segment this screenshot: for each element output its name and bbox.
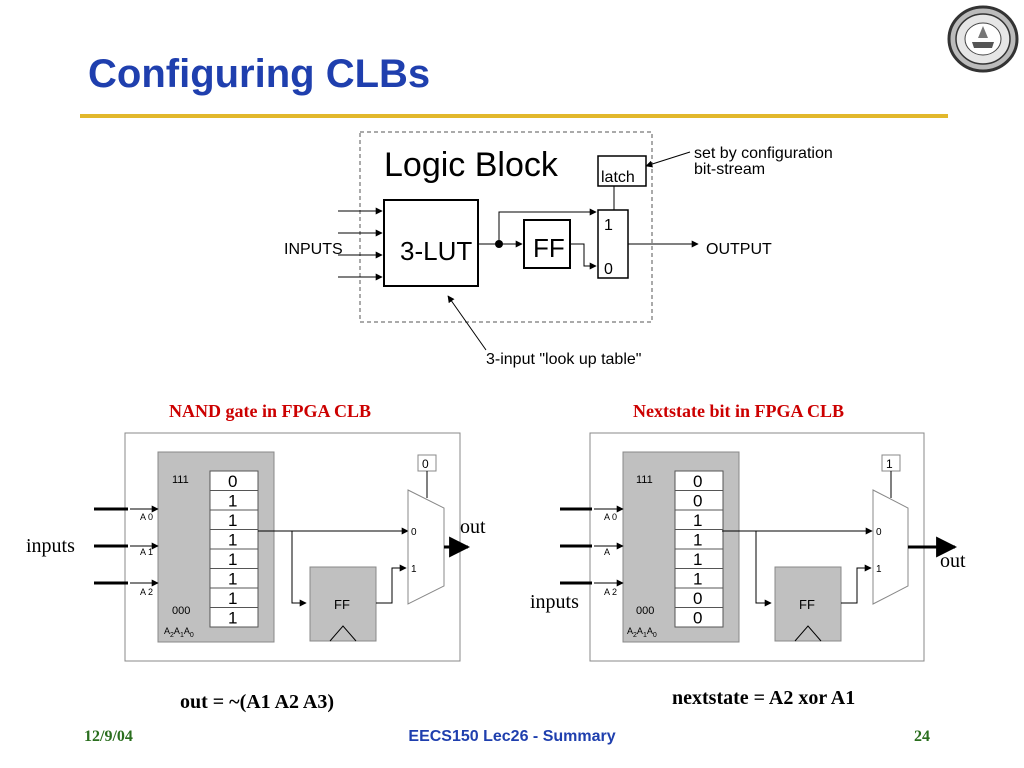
nand-lut-output-line xyxy=(258,530,307,607)
lut-bit-cell xyxy=(209,607,259,628)
next-input-a1: A xyxy=(604,547,610,557)
nand-latch-value: 0 xyxy=(422,457,429,471)
next-top-addr: 111 xyxy=(636,474,653,486)
university-seal-icon xyxy=(947,5,1019,73)
nand-bottom-addr: 000 xyxy=(172,605,190,617)
lut-bit-value: 0 xyxy=(693,609,702,628)
lut-note-pointer xyxy=(447,295,487,351)
next-mux-in0: 0 xyxy=(876,527,882,538)
nand-ff-clock xyxy=(329,625,357,642)
nextstate-clb-diagram: Nextstate bit in FPGA CLB 111 000 A2A1A0… xyxy=(530,401,966,709)
nand-addr-label: A2A1A0 xyxy=(164,626,194,639)
lut-bit-value: 0 xyxy=(693,472,702,491)
nand-mux-in0: 0 xyxy=(411,527,417,538)
config-pointer xyxy=(645,151,691,168)
footer-page-number: 24 xyxy=(914,728,930,745)
ff-label: FF xyxy=(533,233,565,263)
ff-output-line xyxy=(570,243,597,270)
footer-date: 12/9/04 xyxy=(84,728,133,745)
latch-box xyxy=(597,155,647,187)
config-note-line2: bit-stream xyxy=(694,161,765,178)
lut-bit-value: 0 xyxy=(228,472,237,491)
next-input-a2: A 2 xyxy=(604,587,617,597)
lut-bit-value: 1 xyxy=(693,531,702,550)
next-mux xyxy=(872,489,909,605)
nand-top-addr: 111 xyxy=(172,474,189,486)
mux-input-1: 1 xyxy=(604,217,613,234)
title-underline xyxy=(80,114,948,118)
lut-bit-value: 1 xyxy=(228,492,237,511)
inputs-label: INPUTS xyxy=(284,241,343,258)
next-input-a0: A 0 xyxy=(604,512,617,522)
nand-input-a2: A 2 xyxy=(140,587,153,597)
next-latch-value: 1 xyxy=(886,457,893,471)
nand-clb-diagram: NAND gate in FPGA CLB 111 000 A2A1A0 A 0… xyxy=(26,401,486,713)
nand-ff-output-line xyxy=(376,564,407,604)
next-inputs-label: inputs xyxy=(530,591,579,613)
next-lut-output-line xyxy=(722,530,772,607)
next-ff-output-line xyxy=(841,564,872,604)
next-ff-box xyxy=(774,566,842,642)
lut-bit-value: 1 xyxy=(228,570,237,589)
output-label: OUTPUT xyxy=(706,241,772,258)
next-ff-clock xyxy=(794,625,822,642)
nand-out-label: out xyxy=(460,516,486,538)
nand-mux-in1: 1 xyxy=(411,564,417,575)
lut-bit-value: 1 xyxy=(228,550,237,569)
slide-title: Configuring CLBs xyxy=(88,52,431,96)
nand-ff-label: FF xyxy=(334,597,350,612)
lut-box xyxy=(383,199,479,287)
nand-inputs-label: inputs xyxy=(26,535,75,557)
next-heading: Nextstate bit in FPGA CLB xyxy=(633,401,844,421)
mux-box xyxy=(597,209,629,279)
nand-ff-box xyxy=(309,566,377,642)
next-addr-label: A2A1A0 xyxy=(627,626,657,639)
bypass-line xyxy=(498,208,597,244)
next-out-label: out xyxy=(940,550,966,572)
next-ff-label: FF xyxy=(799,597,815,612)
lut-label: 3-LUT xyxy=(400,236,472,266)
lut-bit-value: 1 xyxy=(228,609,237,628)
lut-bit-value: 1 xyxy=(693,511,702,530)
lut-bit-cell xyxy=(674,607,724,628)
logic-block-diagram: Logic Block latch 3-LUT INPUTS FF 1 0 OU… xyxy=(284,131,833,368)
latch-label: latch xyxy=(601,169,635,186)
next-mux-in1: 1 xyxy=(876,564,882,575)
lut-note: 3-input "look up table" xyxy=(486,351,641,368)
nand-equation: out = ~(A1 A2 A3) xyxy=(180,691,334,713)
logic-block-label: Logic Block xyxy=(384,146,559,184)
mux-input-0: 0 xyxy=(604,261,613,278)
lut-bit-value: 1 xyxy=(228,511,237,530)
logic-block-boundary xyxy=(359,131,653,323)
nand-input-a0: A 0 xyxy=(140,512,153,522)
config-note-line1: set by configuration xyxy=(694,145,833,162)
lut-bit-value: 0 xyxy=(693,589,702,608)
lut-bit-value: 1 xyxy=(228,589,237,608)
footer-course: EECS150 Lec26 - Summary xyxy=(408,728,616,745)
lut-bit-value: 1 xyxy=(693,570,702,589)
next-equation: nextstate = A2 xor A1 xyxy=(672,687,855,709)
nand-input-a1: A 1 xyxy=(140,547,153,557)
nand-heading: NAND gate in FPGA CLB xyxy=(169,401,371,421)
lut-bit-value: 0 xyxy=(693,492,702,511)
lut-bit-value: 1 xyxy=(693,550,702,569)
next-bottom-addr: 000 xyxy=(636,605,654,617)
lut-bit-value: 1 xyxy=(228,531,237,550)
nand-mux xyxy=(407,489,445,605)
